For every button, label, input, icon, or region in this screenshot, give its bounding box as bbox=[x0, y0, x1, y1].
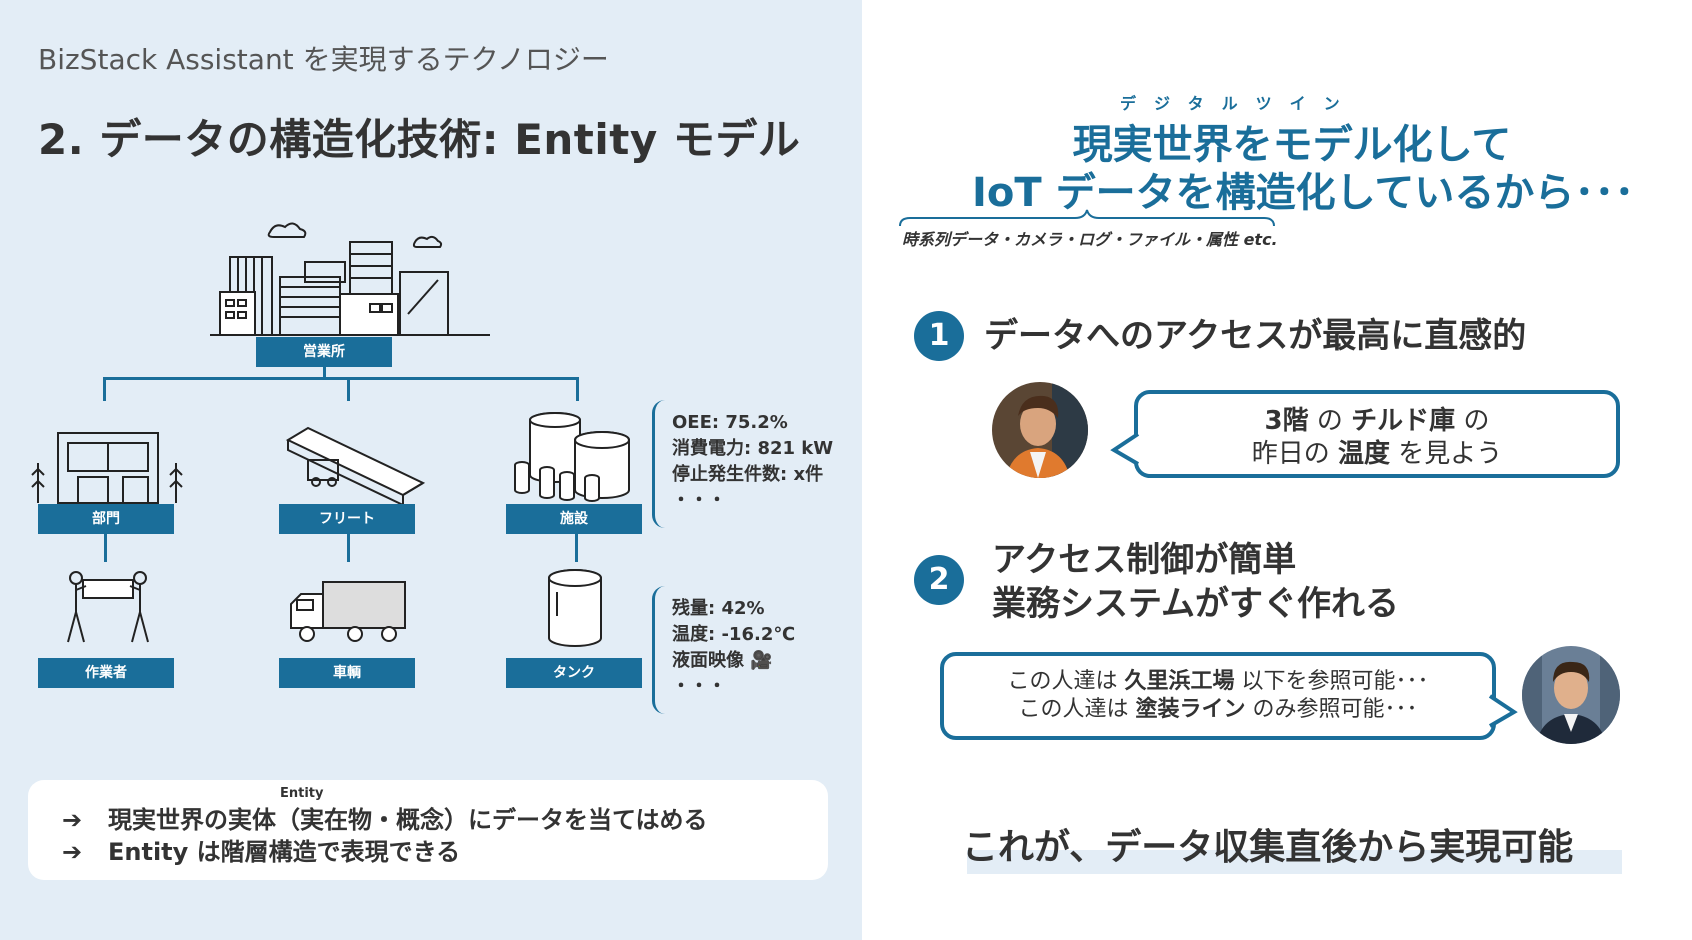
node-tank[interactable]: タンク bbox=[506, 658, 642, 688]
node-vehicle[interactable]: 車輌 bbox=[279, 658, 415, 688]
slide-subtitle: BizStack Assistant を実現するテクノロジー bbox=[38, 43, 609, 76]
tank-attr: ・・・ bbox=[672, 676, 726, 697]
node-office[interactable]: 営業所 bbox=[256, 337, 392, 367]
bubble1-text: を見よう bbox=[1390, 439, 1503, 469]
bubble2-text: この人達は bbox=[1018, 697, 1136, 722]
bullet-text: Entity は階層構造で表現できる bbox=[108, 838, 461, 866]
tank-attrs-brace bbox=[652, 586, 665, 714]
bubble-tail-2 bbox=[1488, 694, 1518, 728]
facility-attributes: OEE: 75.2% 消費電力: 821 kW 停止発生件数: x件 ・・・ bbox=[672, 410, 833, 514]
tank-attr: 液面映像 🎥 bbox=[672, 650, 773, 671]
tank-attr: 温度: -16.2℃ bbox=[672, 624, 796, 645]
headline-line2: IoT データを構造化しているから･･･ bbox=[972, 170, 1635, 216]
final-highlight bbox=[967, 850, 1622, 874]
bubble1-text: の bbox=[1308, 406, 1352, 436]
tank-icon bbox=[548, 569, 602, 647]
bubble2-bold: 塗装ライン bbox=[1135, 697, 1246, 722]
facility-attr: OEE: 75.2% bbox=[672, 412, 788, 433]
tank-attributes: 残量: 42% 温度: -16.2℃ 液面映像 🎥 ・・・ bbox=[672, 596, 795, 700]
digital-twin-ruby: デジタルツイン bbox=[1120, 94, 1358, 113]
connector bbox=[103, 377, 106, 401]
point-number-2: 2 bbox=[914, 555, 964, 605]
node-worker[interactable]: 作業者 bbox=[38, 658, 174, 688]
entity-ruby: Entity bbox=[280, 786, 324, 801]
point-1-text: データへのアクセスが最高に直感的 bbox=[984, 316, 1527, 356]
user-avatar-1 bbox=[992, 382, 1088, 478]
node-department[interactable]: 部門 bbox=[38, 504, 174, 534]
bubble1-bold: 温度 bbox=[1337, 439, 1390, 469]
facility-attr: 停止発生件数: x件 bbox=[672, 464, 824, 485]
facility-attr: ・・・ bbox=[672, 490, 726, 511]
brace-under-icon bbox=[899, 209, 1275, 227]
bubble1-text: の bbox=[1455, 406, 1490, 436]
department-building-icon bbox=[31, 432, 183, 504]
bullet-text: 現実世界の実体（実在物・概念）にデータを当てはめる bbox=[108, 806, 708, 834]
facility-attr: 消費電力: 821 kW bbox=[672, 438, 834, 459]
connector bbox=[576, 377, 579, 401]
point-2-line2: 業務システムがすぐ作れる bbox=[992, 584, 1399, 624]
summary-box: Entity ➔ 現実世界の実体（実在物・概念）にデータを当てはめる ➔ Entit… bbox=[28, 780, 828, 880]
bubble-tail-1 bbox=[1110, 432, 1140, 466]
connector bbox=[103, 377, 578, 380]
facility-attrs-brace bbox=[652, 400, 665, 528]
right-panel: デジタルツイン 現実世界をモデル化して IoT データを構造化しているから･･･… bbox=[862, 0, 1692, 940]
data-types: 時系列データ・カメラ・ログ・ファイル・属性 etc. bbox=[902, 230, 1278, 249]
bubble2-bold: 久里浜工場 bbox=[1124, 669, 1235, 694]
conclusion-text: これが、データ収集直後から実現可能 bbox=[962, 827, 1574, 868]
point-number-1: 1 bbox=[914, 311, 964, 361]
bubble2-text: 以下を参照可能･･･ bbox=[1234, 669, 1429, 694]
bubble1-text: 昨日の bbox=[1251, 439, 1338, 469]
summary-bullet: ➔ Entity は階層構造で表現できる bbox=[62, 832, 460, 867]
bubble1-bold: 3階 bbox=[1264, 406, 1309, 436]
truck-icon bbox=[290, 581, 406, 642]
headline-line1: 現実世界をモデル化して bbox=[1072, 122, 1512, 168]
query-bubble-2: この人達は 久里浜工場 以下を参照可能･･･ この人達は 塗装ライン のみ参照可… bbox=[940, 652, 1496, 740]
node-fleet[interactable]: フリート bbox=[279, 504, 415, 534]
point-2-line1: アクセス制御が簡単 bbox=[992, 540, 1297, 580]
facility-tanks-icon bbox=[514, 412, 630, 502]
city-icon bbox=[210, 222, 490, 336]
query-bubble-1: 3階 の チルド庫 の 昨日の 温度 を見よう bbox=[1134, 390, 1620, 478]
workers-icon bbox=[67, 571, 149, 643]
user-avatar-2 bbox=[1522, 646, 1620, 744]
tank-attr: 残量: 42% bbox=[672, 598, 765, 619]
arrow-icon: ➔ bbox=[62, 806, 83, 834]
connector bbox=[104, 534, 107, 562]
fleet-ship-icon bbox=[285, 426, 426, 505]
summary-bullet: ➔ 現実世界の実体（実在物・概念）にデータを当てはめる bbox=[62, 800, 708, 835]
point-2-text: アクセス制御が簡単 業務システムがすぐ作れる bbox=[992, 538, 1399, 626]
bubble1-bold: チルド庫 bbox=[1351, 406, 1456, 436]
node-facility[interactable]: 施設 bbox=[506, 504, 642, 534]
bubble2-text: のみ参照可能･･･ bbox=[1245, 697, 1418, 722]
connector bbox=[347, 377, 350, 401]
arrow-icon: ➔ bbox=[62, 838, 83, 866]
bubble2-text: この人達は bbox=[1007, 669, 1125, 694]
slide-title: 2. データの構造化技術: Entity モデル bbox=[38, 115, 801, 164]
connector bbox=[323, 367, 326, 379]
left-panel: BizStack Assistant を実現するテクノロジー 2. データの構造… bbox=[0, 0, 862, 940]
connector bbox=[575, 534, 578, 562]
connector bbox=[347, 534, 350, 562]
